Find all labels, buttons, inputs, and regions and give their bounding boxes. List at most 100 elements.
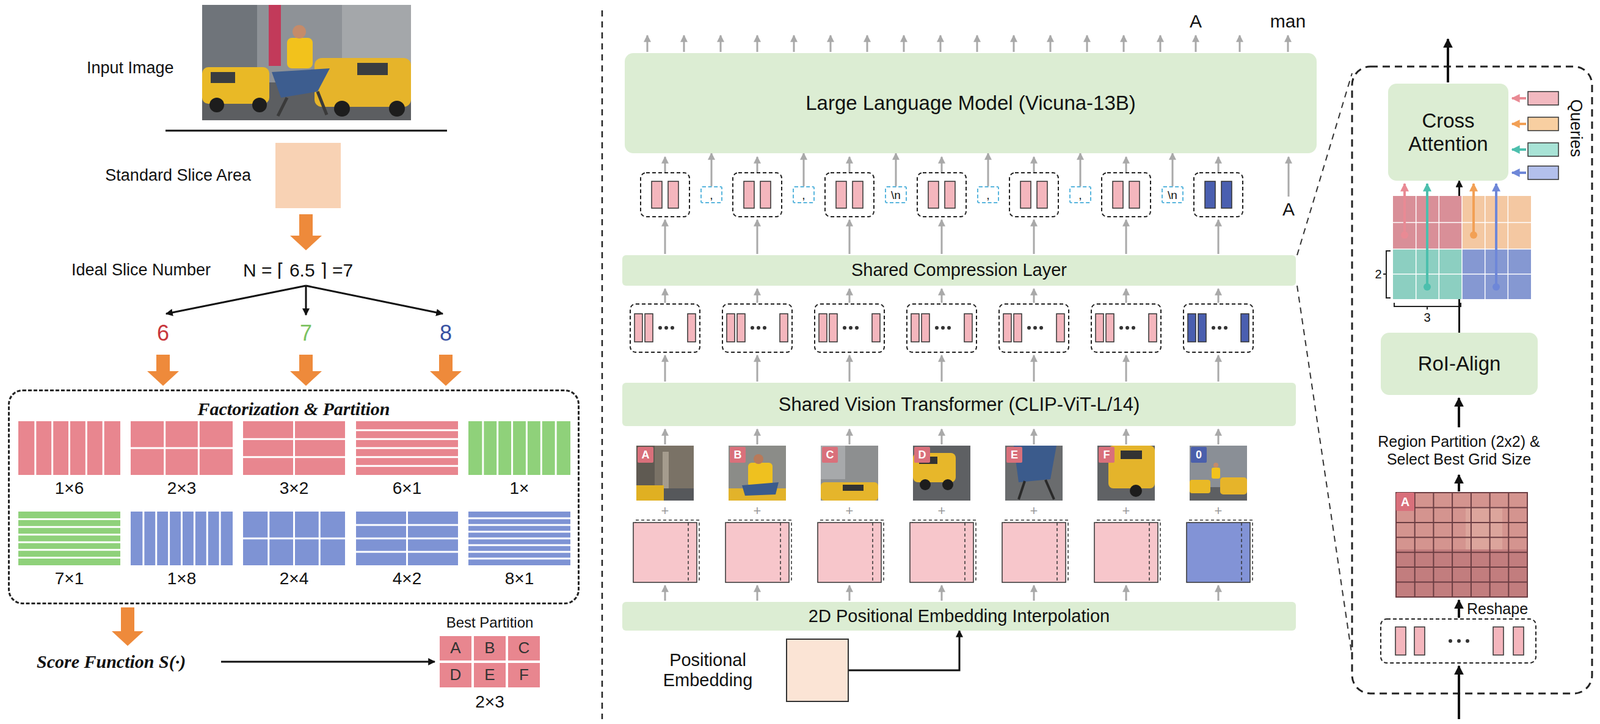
partition-line	[356, 447, 459, 450]
partition-grid: 1×8	[130, 511, 233, 566]
partition-lines	[356, 421, 459, 476]
partition-line	[18, 533, 121, 536]
node-text: D	[450, 666, 462, 685]
split-arrow	[305, 285, 443, 314]
partition-line	[293, 511, 295, 566]
input-photo	[334, 100, 350, 117]
output-arrow	[903, 35, 906, 52]
feature-grid	[1396, 581, 1528, 584]
partition-line	[167, 511, 170, 566]
partition-line	[68, 421, 71, 476]
output-arrow	[720, 35, 722, 52]
partition-lines	[243, 421, 346, 476]
input-photo	[268, 4, 281, 66]
region-grid	[1507, 196, 1510, 300]
output-arrow	[1013, 35, 1015, 52]
label-text: A	[1282, 199, 1295, 221]
visual-token-group	[906, 304, 977, 353]
node-text: 2×4	[279, 569, 310, 589]
region-arrow	[1472, 183, 1475, 236]
llm-box: Large Language Model (Vicuna-13B)	[624, 53, 1317, 154]
connector	[1079, 153, 1082, 187]
visual-token-group	[999, 304, 1069, 353]
feature-grid	[1432, 492, 1434, 598]
split-arrow	[166, 285, 306, 314]
node-text: F	[519, 666, 529, 685]
feature-grid	[1396, 549, 1528, 598]
feature-grid	[1396, 566, 1528, 568]
positional-embedding-slice	[633, 520, 1253, 583]
best-partition-grid: Best Partition2×3ABCDEF	[438, 635, 542, 689]
partition-line	[468, 544, 571, 547]
label-text: 2	[1374, 267, 1382, 282]
slice-tag: D	[914, 447, 931, 463]
partition-grid: 2×4	[243, 511, 346, 566]
image-slice	[1108, 445, 1155, 489]
image-slice	[1213, 462, 1219, 468]
partition-line	[318, 511, 321, 566]
interpolation-layer: 2D Positional Embedding Interpolation	[622, 602, 1296, 631]
image-slice	[820, 445, 846, 480]
partition-line	[18, 549, 121, 551]
partition-line	[540, 421, 543, 476]
label-text: man	[1270, 10, 1306, 33]
positional-embedding-slice	[633, 520, 700, 583]
positional-embedding-slice	[725, 520, 792, 583]
token-sequence	[1513, 627, 1524, 656]
output-arrow	[1049, 35, 1052, 52]
partition-grid: 4×2	[356, 511, 459, 566]
feature-grid	[1396, 506, 1528, 509]
query-token	[1512, 122, 1527, 126]
image-slice	[636, 445, 694, 501]
partition-line	[356, 456, 459, 459]
slice-tag: 0	[1190, 447, 1207, 463]
separator-token: ,	[1069, 186, 1092, 204]
region-arrow	[1423, 283, 1431, 291]
input-photo	[389, 100, 405, 117]
slice-tag: C	[821, 447, 838, 463]
separator-token: ,	[792, 186, 815, 204]
partition-line	[197, 421, 200, 476]
partition-line	[18, 556, 121, 559]
output-arrow	[976, 35, 979, 52]
factorization-panel: Factorization & Partition1×62×33×26×11×7…	[7, 389, 580, 605]
bracket	[1383, 250, 1391, 299]
output-arrow	[756, 35, 759, 52]
partition-line	[496, 421, 499, 476]
feature-grid	[1489, 492, 1491, 598]
slice-tag: E	[1006, 447, 1023, 463]
zoom-line	[1297, 73, 1353, 657]
partition-line	[163, 421, 166, 476]
bracket	[1394, 302, 1461, 310]
partition-line	[193, 511, 196, 566]
label-text: Region Partition (2x2) & Select Best Gri…	[1358, 432, 1560, 469]
feature-grid	[1396, 492, 1528, 598]
slice-area-square: Standard Slice Area	[275, 142, 341, 209]
image-slice	[820, 445, 879, 501]
node-text: 4×2	[392, 569, 422, 589]
node-text: D	[918, 449, 927, 461]
label-text: 6	[156, 320, 170, 346]
label-text: Queries	[1565, 99, 1585, 158]
partition-line	[356, 438, 459, 441]
partition-line	[406, 511, 408, 566]
query-token	[1527, 91, 1559, 106]
image-slice	[919, 479, 931, 491]
node-text: Factorization & Partition	[197, 398, 390, 421]
output-arrow	[1195, 35, 1197, 52]
partition-grid: 6×1	[356, 421, 459, 476]
feature-grid	[1414, 492, 1416, 598]
output-arrow	[1159, 35, 1162, 52]
label-text: Ideal Slice Number	[71, 260, 211, 280]
partition-grid: 7×1	[18, 511, 121, 566]
positional-embedding-slice	[1094, 520, 1161, 583]
partition-lines	[18, 511, 121, 566]
image-slice	[753, 454, 764, 465]
detail-arrow	[1457, 600, 1461, 619]
detail-panel	[1352, 66, 1593, 694]
output-arrow	[866, 35, 869, 52]
partition-line	[130, 447, 233, 450]
visual-token-group	[814, 304, 885, 353]
separator-token: ,	[977, 186, 1000, 204]
